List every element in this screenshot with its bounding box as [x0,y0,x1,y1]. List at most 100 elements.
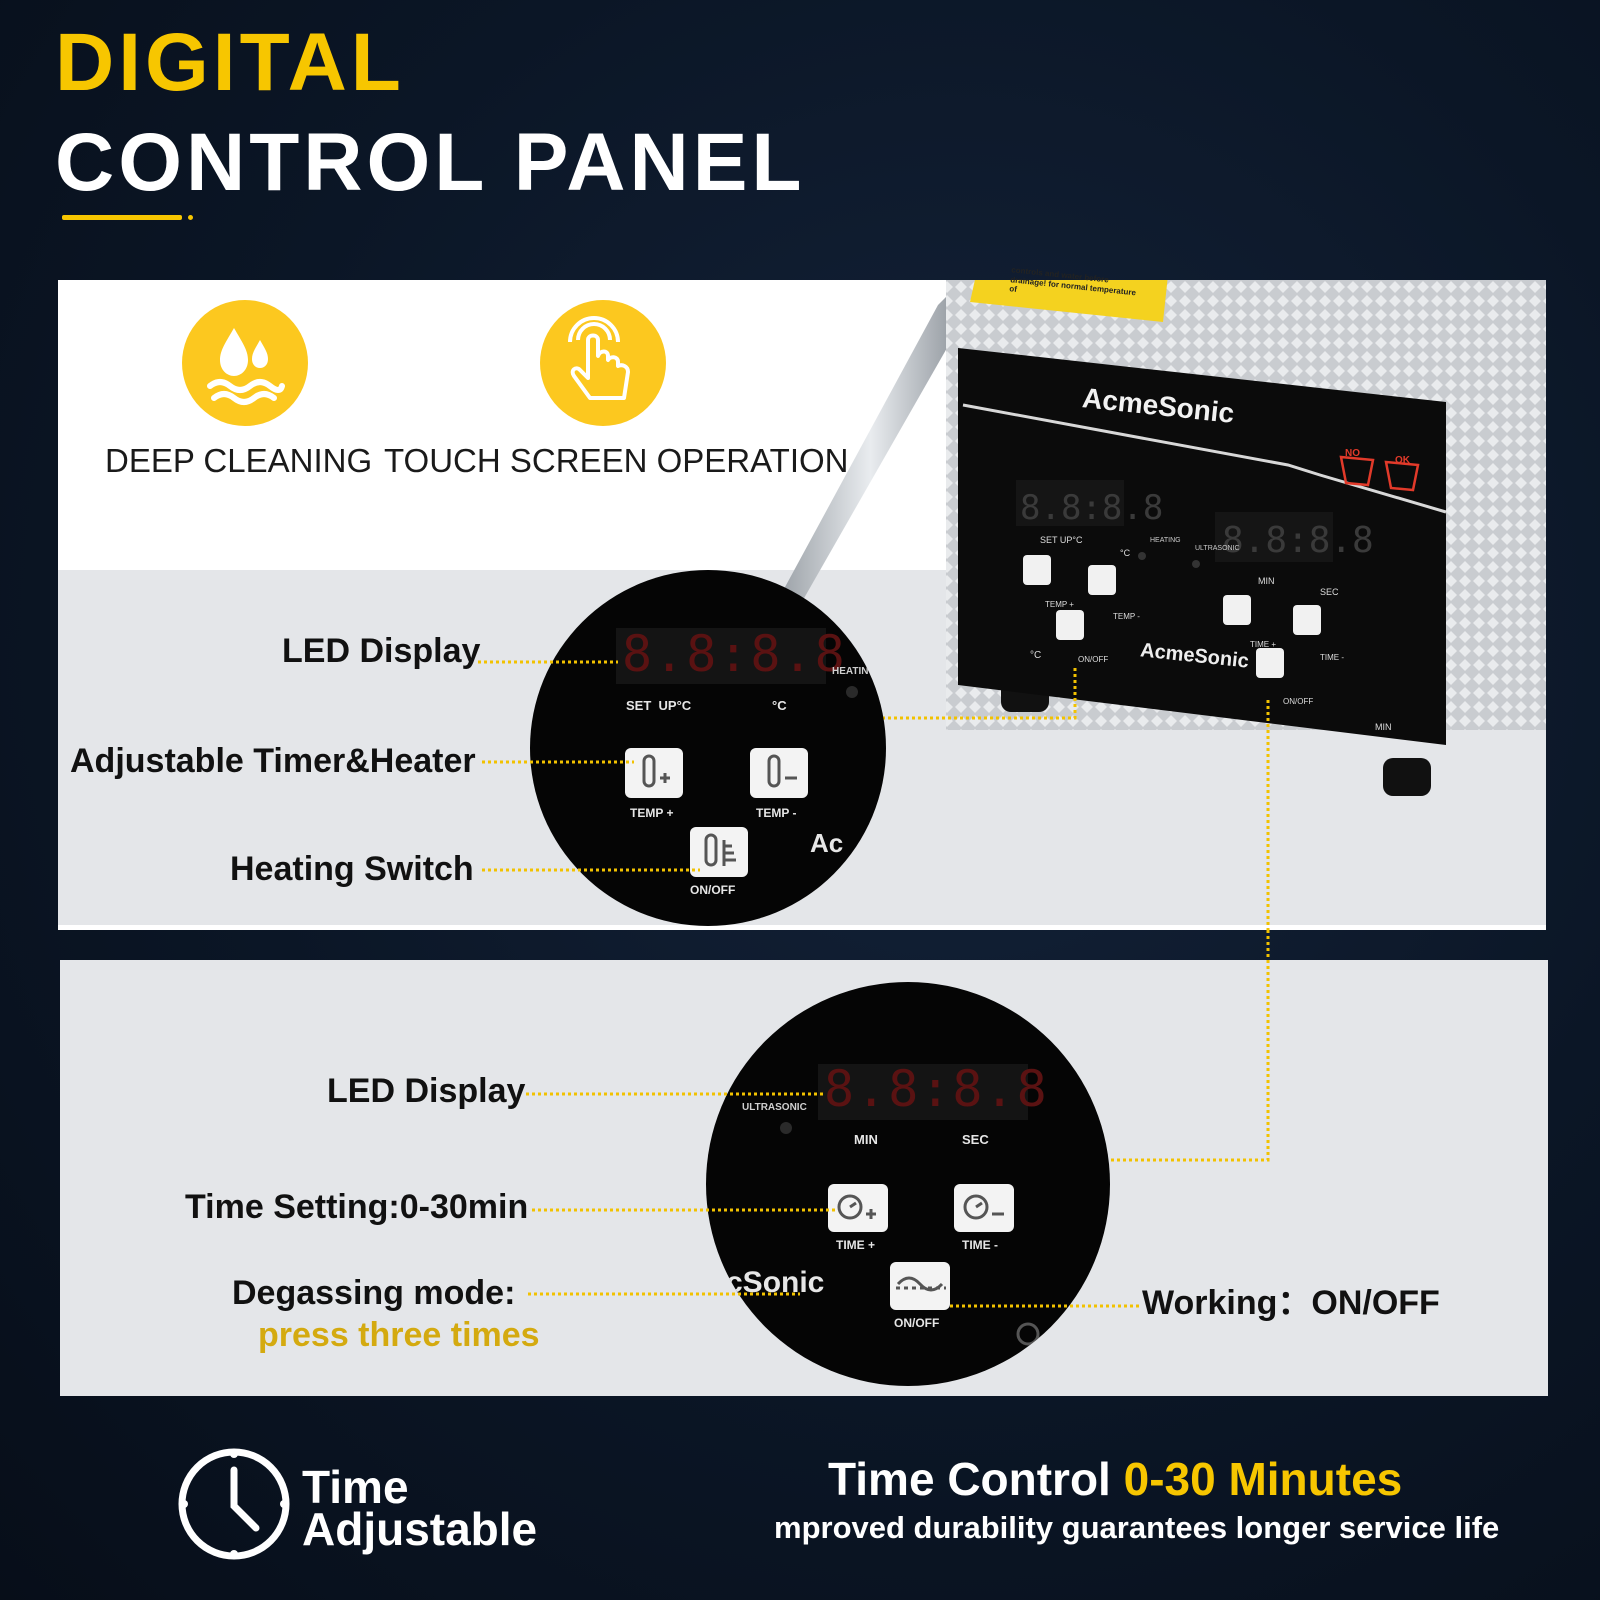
time-label: Time [302,1461,409,1513]
device-foot-right [1383,758,1431,796]
deep-cleaning-label: DEEP CLEANING [105,442,373,479]
title-line-1: DIGITAL [55,17,405,108]
device-heat-onoff-label: ON/OFF [1078,655,1109,664]
heating-link-line [876,665,1077,720]
title-line-2: CONTROL PANEL [55,117,806,208]
device-temp-digits: 8.8:8.8 [1020,488,1164,528]
ok-label: OK [1395,455,1410,466]
device-min-corner-label: MIN [1375,722,1392,732]
basket-handle [778,280,963,600]
ultrasonic-label: ULTRASONIC [742,1102,807,1113]
heating-celsius-label: °C [772,698,787,713]
device-temp-led [1016,480,1124,526]
callout-time-setting: Time Setting:0-30min [185,1188,529,1226]
temp-minus-label: TEMP - [756,806,797,820]
time-plus-button [828,1184,888,1232]
heat-onoff-label: ON/OFF [690,883,736,897]
timer-brand-fragment: cSonic [726,1266,825,1299]
heat-onoff-button [690,827,748,877]
min-label: MIN [854,1132,878,1147]
callout-degassing-sub: press three times [258,1316,540,1354]
heating-zoom-circle: 8.8:8.8 SET UP°C °C HEATIN TEMP + TEMP -… [530,570,886,926]
panel-divider [962,403,1447,514]
timer-led-digits: 8.8:8.8 [824,1060,1049,1118]
device-temp-plus-label: TEMP + [1045,600,1074,609]
clock-badge-icon [178,1448,290,1560]
device-ultra-onoff-button [1256,648,1284,678]
heating-led-digits: 8.8:8.8 [622,625,847,683]
device-set-label: SET UP°C [1040,535,1083,545]
plus-icon-2 [849,1201,876,1219]
touch-screen-badge [540,300,666,426]
device-time-minus-label: TIME - [1320,653,1344,662]
temp-plus-label: TEMP + [630,806,674,820]
heater-thermometer-icon [704,833,718,867]
heating-led-panel [616,628,826,684]
ultra-onoff-label: ON/OFF [894,1316,940,1330]
water-drops-icon [207,328,285,405]
adjustable-label: Adjustable [302,1503,538,1555]
device-heat-onoff-button [1056,610,1084,640]
device-min-label: MIN [1258,576,1275,586]
warning-sticker [970,280,1168,322]
heating-brand-fragment: Ac [810,828,844,858]
heater-bars-icon [722,840,736,866]
title-underline-dot [188,215,193,220]
timer-led-panel [818,1064,1028,1120]
device-ultrasonic-label: ULTRASONIC [1195,545,1240,552]
deep-cleaning-badge [182,300,308,426]
device-ultra-onoff-label: ON/OFF [1283,697,1314,706]
thermometer-plus-icon [642,754,656,788]
sec-label: SEC [962,1132,989,1147]
time-control-headline: Time Control 0-30 Minutes [828,1456,1402,1502]
device-celsius-label: °C [1120,548,1131,558]
minus-icon-2 [975,1201,1004,1216]
device-time-led [1215,512,1333,562]
heating-indicator [1138,552,1146,560]
device-temp-minus-button [1088,565,1116,595]
time-minus-button [954,1184,1014,1232]
heating-label: HEATIN [832,666,869,677]
callout-adjustable: Adjustable Timer&Heater [70,742,476,780]
device-time-plus-label: TIME + [1250,640,1277,649]
timer-zoom-circle: 8.8:8.8 ULTRASONIC MIN SEC TIME + TIME -… [706,982,1110,1386]
device-time-digits: 8.8:8.8 [1222,520,1374,561]
callout-led-display-time: LED Display [327,1072,526,1110]
device-time-plus-button [1223,595,1251,625]
heating-zoom-indicator [846,686,858,698]
touch-screen-label: TOUCH SCREEN OPERATION [384,442,849,479]
ultrasonic-zoom-indicator [780,1122,792,1134]
headline-accent: 0-30 Minutes [1123,1453,1403,1505]
time-minus-label: TIME - [962,1238,998,1252]
control-panel [958,348,1446,745]
device-heating-label: HEATING [1150,537,1181,544]
timer-plus-icon [837,1194,863,1220]
callout-heating-switch: Heating Switch [230,850,474,888]
title-underline [62,215,182,220]
device-illustration [778,280,1546,930]
heating-zoom-graphics [616,628,858,877]
device-sec-label: SEC [1320,587,1339,597]
thermometer-minus-icon [767,754,781,788]
device-temp-plus-button [1023,555,1051,585]
callout-led-display-heat: LED Display [282,632,481,670]
clock-icon [1016,1322,1040,1346]
ultrasonic-indicator [1192,560,1200,568]
headline-prefix: Time Control [828,1453,1124,1505]
no-water-icon [1339,455,1375,487]
device-degree-label: °C [1030,650,1042,661]
ok-water-icon [1384,460,1420,492]
device-temp-minus-label: TEMP - [1113,612,1140,621]
time-plus-label: TIME + [836,1238,876,1252]
touch-finger-icon [568,316,630,400]
plus-icon [660,773,670,783]
wave-icon [896,1276,944,1292]
timer-minus-icon [963,1194,989,1220]
no-label: NO [1345,448,1360,459]
callout-degassing: Degassing mode: [232,1274,516,1312]
callout-working: Working：ON/OFF [1142,1284,1440,1322]
timer-zoom-graphics [780,1064,1040,1346]
heating-set-label: SET UP°C [626,698,692,713]
durability-subline: mproved durability guarantees longer ser… [774,1510,1500,1545]
device-time-minus-button [1293,605,1321,635]
